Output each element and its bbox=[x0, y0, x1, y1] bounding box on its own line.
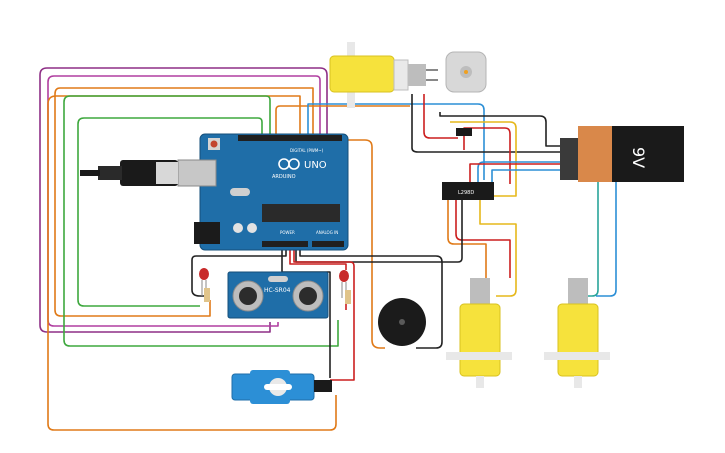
wire-green-2 bbox=[77, 117, 263, 307]
gear-motor-bottom-right bbox=[544, 278, 610, 388]
wires bbox=[39, 67, 617, 431]
arduino-analog-label: ANALOG IN bbox=[316, 230, 338, 235]
gear-motor-bottom-left bbox=[446, 278, 512, 388]
wire-red-battery bbox=[469, 163, 565, 182]
led-right bbox=[339, 270, 349, 298]
arduino-power-label: POWER bbox=[280, 230, 295, 235]
wire-orange-driver bbox=[447, 200, 487, 280]
battery-9v: 9V bbox=[560, 126, 684, 182]
wire-black-top bbox=[411, 94, 560, 153]
wire-yellow-top bbox=[450, 121, 517, 197]
resistor-right bbox=[345, 290, 351, 304]
wire-red-driver bbox=[455, 200, 511, 278]
usb-cable bbox=[80, 160, 178, 186]
arduino-logo-icon bbox=[278, 158, 300, 170]
ultrasonic-sensor: HC-SR04 bbox=[227, 271, 329, 319]
wire-blue-battery bbox=[477, 161, 560, 184]
wire-black-buzzer bbox=[299, 248, 443, 349]
arduino-brand-label: UNO bbox=[304, 160, 327, 171]
wire-teal-battery bbox=[576, 182, 599, 297]
wire-orange-top bbox=[275, 105, 410, 134]
wire-red-power bbox=[289, 248, 347, 270]
driver-label: L298D bbox=[458, 190, 474, 196]
dc-motor bbox=[445, 51, 487, 93]
switch-component bbox=[456, 128, 472, 136]
wire-black-driver bbox=[295, 200, 463, 263]
piezo-buzzer bbox=[378, 298, 426, 346]
wire-red-top bbox=[423, 94, 458, 139]
motor-driver-chip: L298D bbox=[442, 182, 494, 200]
wire-red-right bbox=[463, 127, 511, 184]
wire-red-servo bbox=[293, 248, 355, 381]
wire-orange-long bbox=[318, 139, 385, 349]
wire-black-power bbox=[191, 248, 287, 297]
wire-orange-1 bbox=[54, 87, 314, 317]
wire-green-1 bbox=[63, 95, 339, 347]
wire-orange-bottom bbox=[47, 95, 337, 431]
gear-motor-top bbox=[329, 42, 438, 108]
servo-motor bbox=[231, 370, 332, 404]
battery-label: 9V bbox=[629, 147, 648, 168]
arduino-uno-board: UNO ARDUINO DIGITAL (PWM~) POWER ANALOG … bbox=[177, 133, 349, 251]
resistor-left bbox=[204, 288, 210, 302]
wire-purple-outer bbox=[39, 67, 328, 333]
wire-black-right bbox=[439, 112, 560, 147]
wire-yellow-driver bbox=[479, 200, 517, 297]
arduino-digital-label: DIGITAL (PWM~) bbox=[290, 148, 324, 153]
wire-purple-inner bbox=[47, 75, 321, 327]
wire-blue-top bbox=[307, 103, 485, 180]
sensor-label: HC-SR04 bbox=[264, 287, 291, 294]
arduino-logo-text: ARDUINO bbox=[272, 174, 296, 180]
